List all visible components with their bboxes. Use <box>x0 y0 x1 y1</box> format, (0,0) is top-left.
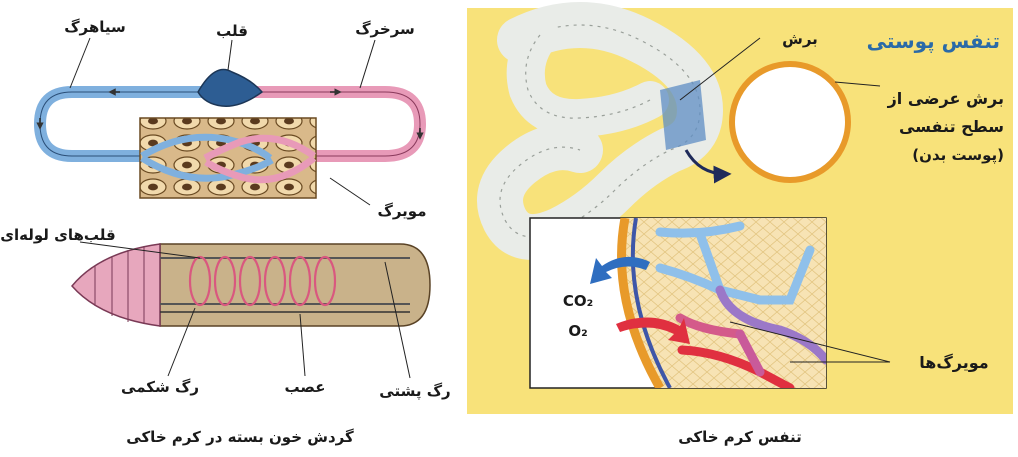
label-cross-section-2: سطح تنفسی <box>899 117 1004 136</box>
label-cross-section-1: برش عرضی از <box>887 89 1004 108</box>
label-vein: سیاهرگ <box>64 18 126 36</box>
right-title: تنفس پوستی <box>867 29 1000 54</box>
label-artery: سرخرگ <box>355 20 415 38</box>
label-capillary: مویرگ <box>377 202 426 220</box>
label-co2: CO₂ <box>563 292 593 310</box>
cut-plane <box>660 80 706 150</box>
right-caption: تنفس کرم خاکی <box>678 428 802 446</box>
label-section: برش <box>782 30 818 48</box>
leader-line <box>330 178 370 205</box>
detail-inset: CO₂ O₂ <box>530 218 826 388</box>
label-capillaries: مویرگ‌ها <box>919 353 988 372</box>
tissue-block <box>140 118 316 198</box>
leader-line <box>70 38 90 88</box>
label-heart: قلب <box>216 22 248 40</box>
worm-head-cone <box>72 244 160 326</box>
earthworm-body <box>72 244 430 326</box>
cross-section-ring <box>732 64 848 180</box>
left-caption: گردش خون بسته در کرم خاکی <box>126 428 354 446</box>
label-nerve: عصب <box>285 378 326 396</box>
label-cross-section-3: (پوست بدن) <box>912 146 1004 165</box>
circulation-loop-diagram <box>40 70 420 199</box>
heart-shape <box>198 70 262 107</box>
leader-line <box>228 40 232 70</box>
leader-line <box>360 40 375 88</box>
label-ventral-vessel: رگ شکمی <box>121 378 199 396</box>
label-tubular-hearts: قلب‌های لوله‌ای <box>0 226 115 244</box>
label-o2: O₂ <box>568 322 587 340</box>
label-dorsal-vessel: رگ پشتی <box>379 382 450 401</box>
